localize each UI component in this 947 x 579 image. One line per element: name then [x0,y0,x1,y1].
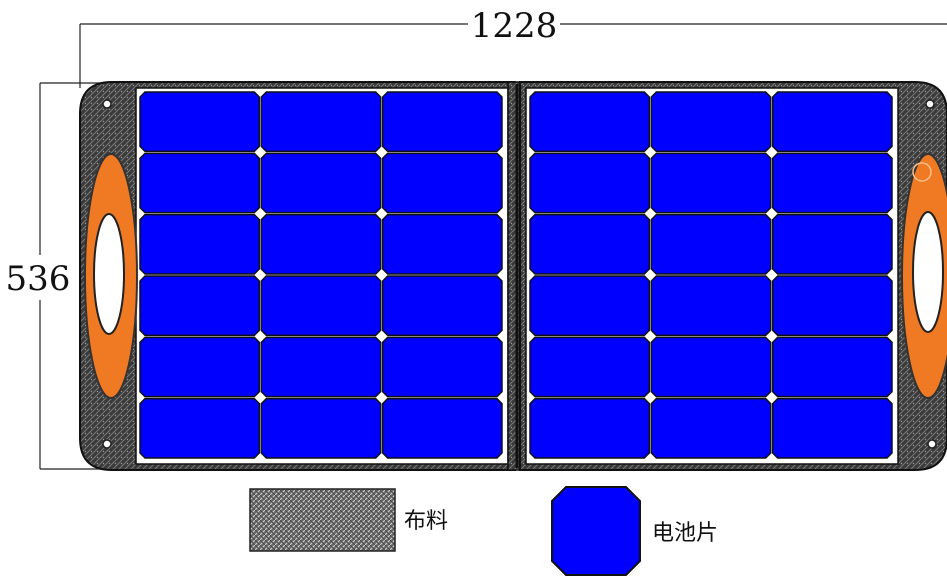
legend-cell-swatch [551,486,641,576]
right-cell-grid [529,91,893,459]
solar-cell [650,275,772,337]
solar-cell [529,397,651,459]
solar-cell [650,397,772,459]
solar-cell [529,152,651,214]
solar-cell [260,152,382,214]
legend-fabric-label: 布料 [404,509,448,534]
left-wing [79,81,516,471]
rivet [927,439,937,449]
right-handle-port [912,162,932,182]
solar-cell [771,397,893,459]
solar-cell [260,213,382,275]
solar-cell [381,152,503,214]
solar-cell [529,91,651,153]
legend-cell-label: 电池片 [652,521,718,546]
solar-cell [650,336,772,398]
solar-cell [139,275,261,337]
solar-cell [771,275,893,337]
rivet [925,99,935,109]
solar-cell [139,91,261,153]
rivet [102,99,112,109]
width-dimension: 1228 [79,6,947,88]
legend: 布料 电池片 [249,486,718,576]
legend-fabric-swatch [249,488,396,552]
width-dimension-label: 1228 [471,6,558,46]
solar-cell [381,336,503,398]
solar-cell [771,336,893,398]
rivet [102,439,112,449]
solar-cell [529,275,651,337]
solar-cell [529,213,651,275]
solar-cell [529,336,651,398]
solar-cell [771,152,893,214]
left-handle-hole [93,213,125,335]
solar-cell [260,397,382,459]
solar-cell [139,336,261,398]
solar-cell [650,152,772,214]
solar-cell [381,213,503,275]
solar-cell [771,213,893,275]
solar-cell [260,275,382,337]
left-cell-grid [139,91,503,459]
solar-cell [650,91,772,153]
height-dimension-label: 536 [6,259,71,299]
solar-cell [139,397,261,459]
height-dimension: 536 [6,82,106,470]
right-wing [519,81,947,471]
solar-cell [260,336,382,398]
solar-cell [139,152,261,214]
solar-cell [650,213,772,275]
solar-cell [260,91,382,153]
solar-cell [139,213,261,275]
solar-cell [381,397,503,459]
solar-cell [381,91,503,153]
right-handle-hole [912,211,944,333]
solar-cell [381,275,503,337]
solar-cell [771,91,893,153]
